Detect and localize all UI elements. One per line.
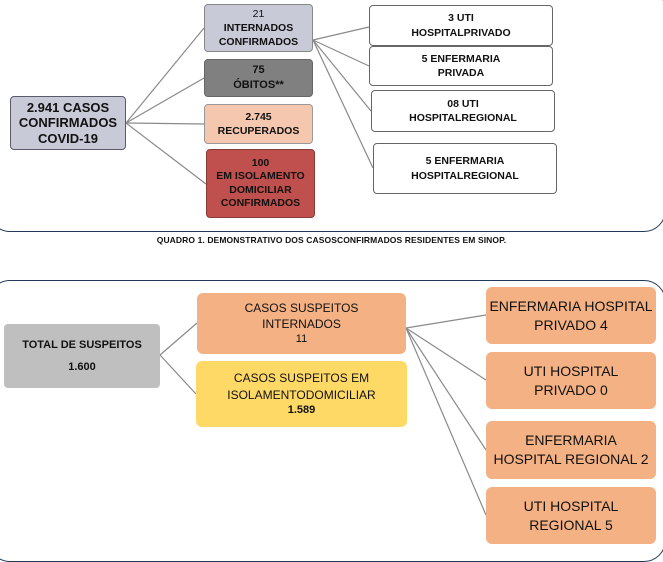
ward-regional-hospital-suspected-box: ENFERMARIA HOSPITAL REGIONAL 2 <box>486 421 656 479</box>
uti-regional-hospital-suspected-box: UTI HOSPITAL REGIONAL 5 <box>486 487 656 544</box>
total-suspected-box: TOTAL DE SUSPEITOS 1.600 <box>4 324 160 388</box>
home-isolation-confirmed-box: 100 EM ISOLAMENTO DOMICILIAR CONFIRMADOS <box>206 149 315 218</box>
quadro1-caption: QUADRO 1. DEMONSTRATIVO DOS CASOSCONFIRM… <box>156 235 507 245</box>
recovered-box: 2.745 RECUPERADOS <box>204 104 313 144</box>
deaths-box: 75 ÓBITOS** <box>204 59 313 97</box>
uti-regional-hospital-box: 08 UTI HOSPITALREGIONAL <box>371 90 555 132</box>
ward-regional-hospital-box: 5 ENFERMARIA HOSPITALREGIONAL <box>373 143 557 194</box>
suspected-hospitalized-box: CASOS SUSPEITOS INTERNADOS 11 <box>197 293 406 354</box>
ward-private-box: 5 ENFERMARIA PRIVADA <box>369 46 553 86</box>
total-confirmed-box: 2.941 CASOS CONFIRMADOS COVID-19 <box>10 96 126 150</box>
hospitalized-confirmed-box: 21 INTERNADOS CONFIRMADOS <box>204 4 313 52</box>
ward-private-hospital-box: ENFERMARIA HOSPITAL PRIVADO 4 <box>486 287 656 344</box>
uti-private-hospital-box: 3 UTI HOSPITALPRIVADO <box>369 5 553 46</box>
uti-private-hospital-suspected-box: UTI HOSPITAL PRIVADO 0 <box>486 352 656 409</box>
suspected-home-isolation-box: CASOS SUSPEITOS EM ISOLAMENTODOMICILIAR … <box>196 361 407 427</box>
